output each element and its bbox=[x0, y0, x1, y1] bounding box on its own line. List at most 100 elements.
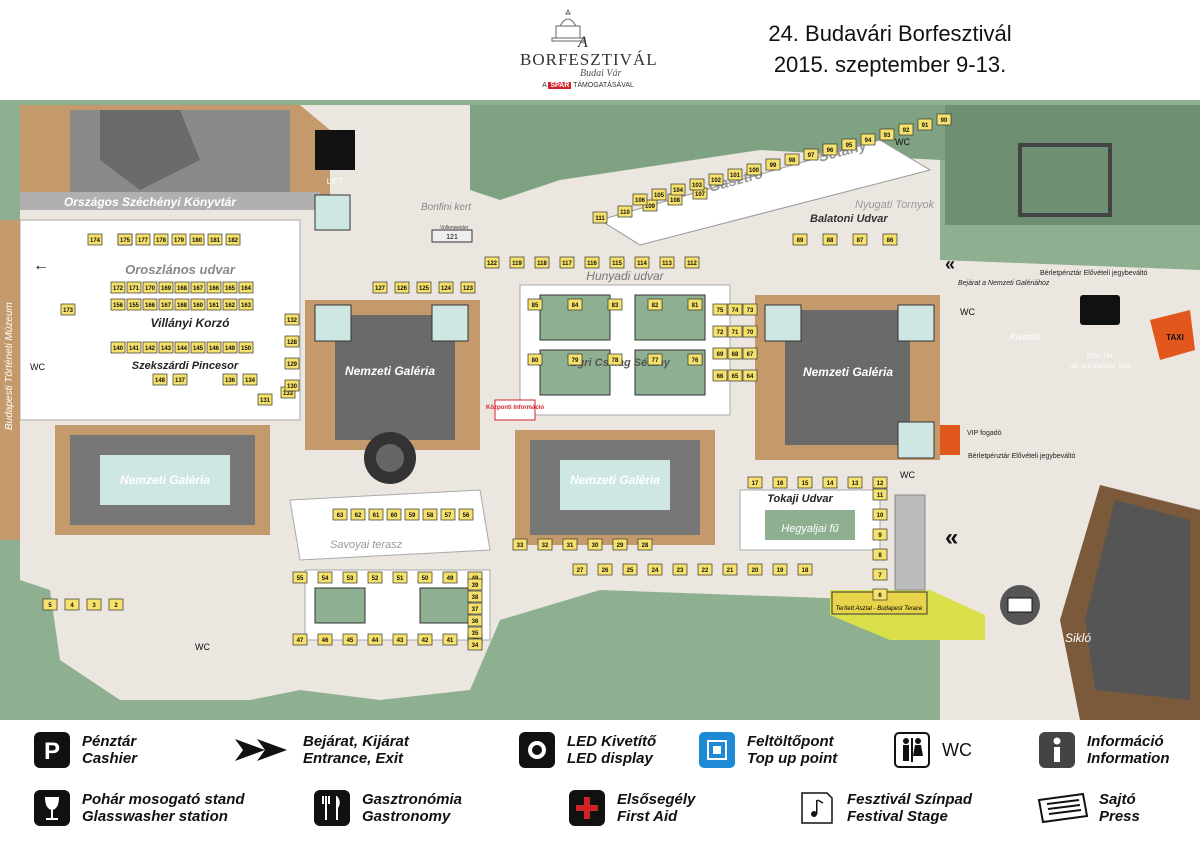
stall-box[interactable] bbox=[126, 281, 142, 294]
stall-box[interactable] bbox=[847, 476, 863, 489]
stall-marker[interactable]: 106 bbox=[632, 193, 648, 206]
stall-marker[interactable]: 134 bbox=[242, 373, 258, 386]
stall-marker[interactable]: 19 bbox=[772, 563, 788, 576]
stall-box[interactable] bbox=[792, 233, 808, 246]
stall-marker[interactable]: 6 bbox=[872, 588, 888, 601]
stall-marker[interactable]: 79 bbox=[567, 353, 583, 366]
stall-box[interactable] bbox=[238, 298, 254, 311]
stall-marker[interactable]: 89 bbox=[792, 233, 808, 246]
stall-box[interactable] bbox=[534, 256, 550, 269]
stall-box[interactable] bbox=[632, 193, 648, 206]
stall-box[interactable] bbox=[110, 281, 126, 294]
stall-box[interactable] bbox=[587, 538, 603, 551]
stall-marker[interactable]: 13 bbox=[847, 476, 863, 489]
stall-marker[interactable]: 92 bbox=[898, 123, 914, 136]
stall-marker[interactable]: 71 bbox=[727, 325, 743, 338]
stall-marker[interactable]: 93 bbox=[879, 128, 895, 141]
stall-marker[interactable]: 49 bbox=[442, 571, 458, 584]
stall-marker[interactable]: 36 bbox=[467, 614, 483, 627]
stall-marker[interactable]: 172 bbox=[110, 281, 126, 294]
stall-marker[interactable]: 169 bbox=[158, 281, 174, 294]
stall-box[interactable] bbox=[708, 173, 724, 186]
stall-box[interactable] bbox=[438, 281, 454, 294]
stall-box[interactable] bbox=[784, 153, 800, 166]
stall-marker[interactable]: 124 bbox=[438, 281, 454, 294]
stall-marker[interactable]: 2 bbox=[108, 598, 124, 611]
stall-marker[interactable]: 103 bbox=[689, 178, 705, 191]
stall-box[interactable] bbox=[158, 341, 174, 354]
stall-marker[interactable]: 146 bbox=[206, 341, 222, 354]
stall-box[interactable] bbox=[207, 233, 223, 246]
stall-box[interactable] bbox=[572, 563, 588, 576]
stall-box[interactable] bbox=[60, 303, 76, 316]
stall-marker[interactable]: 29 bbox=[612, 538, 628, 551]
stall-marker[interactable]: 4 bbox=[64, 598, 80, 611]
stall-box[interactable] bbox=[712, 347, 728, 360]
stall-marker[interactable]: 14 bbox=[822, 476, 838, 489]
stall-marker[interactable]: 109 bbox=[642, 199, 658, 212]
stall-box[interactable] bbox=[284, 357, 300, 370]
stall-marker[interactable]: 94 bbox=[860, 133, 876, 146]
stall-marker[interactable]: 101 bbox=[727, 168, 743, 181]
stall-box[interactable] bbox=[765, 158, 781, 171]
stall-marker[interactable]: 115 bbox=[609, 256, 625, 269]
stall-box[interactable] bbox=[659, 256, 675, 269]
stall-box[interactable] bbox=[917, 118, 933, 131]
stall-box[interactable] bbox=[142, 298, 158, 311]
stall-box[interactable] bbox=[442, 633, 458, 646]
stall-marker[interactable]: 56 bbox=[458, 508, 474, 521]
stall-box[interactable] bbox=[642, 199, 658, 212]
stall-marker[interactable]: 168 bbox=[174, 298, 190, 311]
stall-box[interactable] bbox=[637, 538, 653, 551]
stall-box[interactable] bbox=[64, 598, 80, 611]
stall-marker[interactable]: 178 bbox=[153, 233, 169, 246]
stall-marker[interactable]: 41 bbox=[442, 633, 458, 646]
stall-box[interactable] bbox=[467, 602, 483, 615]
stall-box[interactable] bbox=[747, 563, 763, 576]
stall-marker[interactable]: 166 bbox=[206, 281, 222, 294]
stall-marker[interactable]: 167 bbox=[158, 298, 174, 311]
stall-box[interactable] bbox=[467, 590, 483, 603]
stall-box[interactable] bbox=[936, 113, 952, 126]
stall-marker[interactable]: 73 bbox=[742, 303, 758, 316]
stall-marker[interactable]: 12 bbox=[872, 476, 888, 489]
stall-marker[interactable]: 118 bbox=[534, 256, 550, 269]
stall-box[interactable] bbox=[512, 538, 528, 551]
stall-box[interactable] bbox=[392, 571, 408, 584]
stall-box[interactable] bbox=[746, 163, 762, 176]
stall-box[interactable] bbox=[332, 508, 348, 521]
stall-marker[interactable]: 122 bbox=[484, 256, 500, 269]
stall-box[interactable] bbox=[607, 353, 623, 366]
stall-box[interactable] bbox=[860, 133, 876, 146]
stall-box[interactable] bbox=[317, 633, 333, 646]
stall-marker[interactable]: 65 bbox=[727, 369, 743, 382]
stall-box[interactable] bbox=[135, 233, 151, 246]
stall-marker[interactable]: 45 bbox=[342, 633, 358, 646]
stall-marker[interactable]: 87 bbox=[852, 233, 868, 246]
stall-box[interactable] bbox=[742, 369, 758, 382]
stall-box[interactable] bbox=[509, 256, 525, 269]
stall-marker[interactable]: 156 bbox=[110, 298, 126, 311]
stall-marker[interactable]: 174 bbox=[87, 233, 103, 246]
stall-box[interactable] bbox=[584, 256, 600, 269]
stall-marker[interactable]: 140 bbox=[110, 341, 126, 354]
stall-box[interactable] bbox=[797, 476, 813, 489]
stall-marker[interactable]: 44 bbox=[367, 633, 383, 646]
stall-box[interactable] bbox=[803, 148, 819, 161]
stall-marker[interactable]: 95 bbox=[841, 138, 857, 151]
stall-marker[interactable]: 24 bbox=[647, 563, 663, 576]
stall-box[interactable] bbox=[417, 571, 433, 584]
stall-box[interactable] bbox=[617, 205, 633, 218]
stall-marker[interactable]: 66 bbox=[712, 369, 728, 382]
stall-box[interactable] bbox=[467, 626, 483, 639]
stall-box[interactable] bbox=[872, 588, 888, 601]
stall-box[interactable] bbox=[467, 638, 483, 651]
stall-box[interactable] bbox=[458, 508, 474, 521]
stall-marker[interactable]: 123 bbox=[460, 281, 476, 294]
stall-box[interactable] bbox=[153, 233, 169, 246]
stall-box[interactable] bbox=[158, 281, 174, 294]
stall-marker[interactable]: 137 bbox=[172, 373, 188, 386]
stall-marker[interactable]: 104 bbox=[670, 183, 686, 196]
stall-marker[interactable]: 43 bbox=[392, 633, 408, 646]
stall-marker[interactable]: 9 bbox=[872, 528, 888, 541]
